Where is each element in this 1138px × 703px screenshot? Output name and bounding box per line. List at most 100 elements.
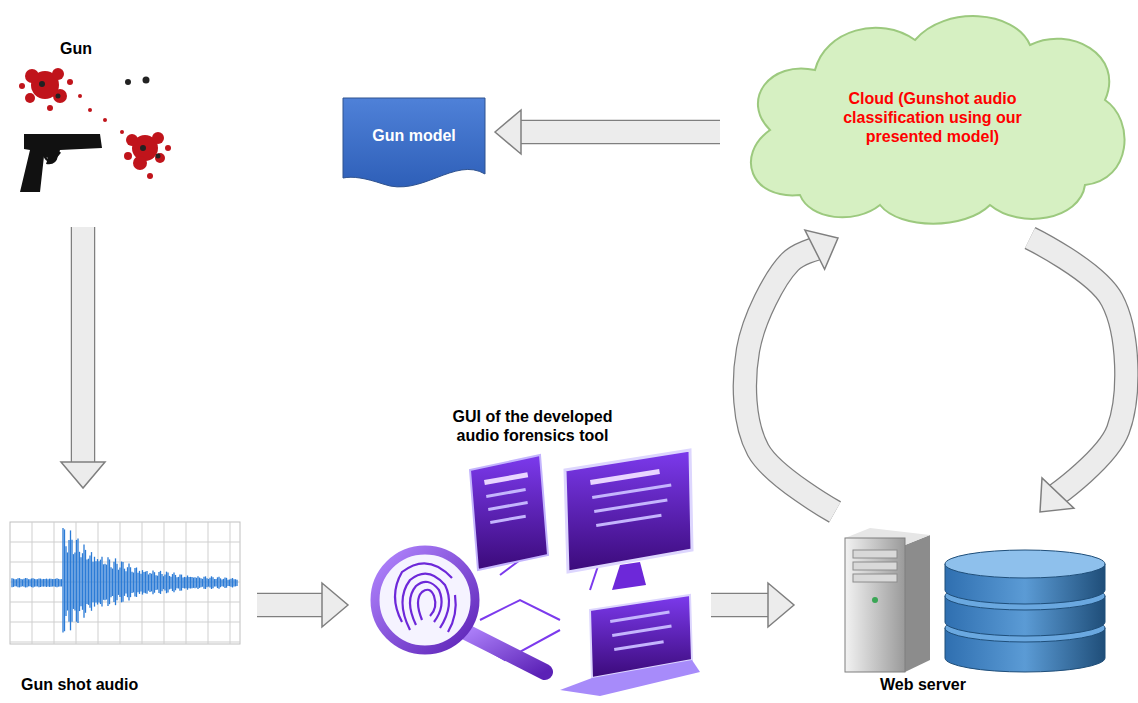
power-light [872,597,878,603]
database-cylinders [945,550,1105,672]
illustration-part [853,562,897,570]
waveform-stroke [182,577,183,587]
waveform-stroke [212,577,213,588]
waveform-stroke [208,579,209,587]
waveform-stroke [151,574,152,592]
waveform-stroke [175,575,176,590]
illustration-part [124,152,132,160]
illustration-part [610,611,670,623]
illustration-part [594,498,668,513]
gun-illustration [19,68,171,192]
waveform-stroke [122,562,123,602]
grid-line [208,522,209,644]
waveform-stroke [116,564,117,600]
waveform-stroke [229,580,230,587]
illustration-part [52,68,64,80]
waveform-stroke [32,578,33,587]
waveform-stroke [178,577,179,589]
waveform-stroke [89,555,90,607]
illustration-part [25,69,39,83]
figure-caption: Web server [880,675,966,694]
waveform-stroke [88,559,89,605]
illustration-part [155,153,165,163]
tablet-device [470,455,548,570]
waveform-stroke [103,564,104,599]
illustration-part [490,515,526,524]
server-illustration [845,528,1105,672]
node-label: Cloud (Gunshot audio classification usin… [825,89,1040,147]
waveform-stroke [227,580,228,586]
waveform-stroke [86,560,87,605]
waveform-stroke [121,562,122,603]
waveform-stroke [70,530,71,630]
illustration-part [458,628,545,672]
waveform-trace [12,528,237,632]
waveform-stroke [133,573,134,593]
grid-line [120,522,121,644]
waveform-stroke [19,578,20,587]
illustration-part [470,455,548,570]
waveform-stroke [205,576,206,589]
waveform-stroke [46,579,47,587]
grid-line [54,522,55,644]
waveform-stroke [164,575,165,591]
waveform-stroke [52,579,53,586]
illustration-part [395,563,452,622]
waveform-stroke [40,579,41,587]
arrow-body [257,594,324,616]
waveform-stroke [179,574,180,590]
waveform-stroke [49,579,50,587]
illustration-part [614,640,664,651]
waveform-stroke [161,574,162,591]
waveform-stroke [44,579,45,586]
waveform-stroke [97,559,98,604]
waveform-stroke [107,557,108,606]
waveform-stroke [125,571,126,593]
waveform-stroke [136,567,137,596]
illustration-part [140,145,146,151]
grid-line [32,522,33,644]
waveform-stroke [155,575,156,590]
waveform-stroke [85,550,86,613]
waveform-stroke [176,577,177,588]
illustration-node: GUI of the developed audio forensics too… [360,405,705,700]
arrow-outline [71,227,96,464]
waveform-stroke [68,540,69,622]
illustration-part [403,574,450,630]
waveform-stroke [118,570,119,595]
figure-caption: Gun shot audio [21,675,138,694]
waveform-stroke [149,573,150,592]
waveform-stroke [206,578,207,587]
waveform-stroke [35,579,36,586]
waveform-stroke [202,579,203,587]
waveform-stroke [82,553,83,610]
waveform-stroke [184,577,185,589]
block-arrow [1030,238,1126,512]
arrow-body [519,121,720,143]
waveform-stroke [181,575,182,591]
waveform-stroke [193,578,194,588]
waveform-stroke [190,577,191,589]
waveform-stroke [29,579,30,586]
grid-line [10,642,240,643]
waveform-stroke [188,577,189,588]
arrow-body [711,594,770,616]
waveform-stroke [74,552,75,610]
figure-caption: Gun [60,39,92,58]
waveform-stroke [67,552,68,610]
waveform-stroke [91,552,92,611]
fingerprint [395,563,456,632]
waveform-stroke [76,540,77,622]
waveform-stroke [38,578,39,587]
grid-line [10,602,240,603]
waveform-stroke [152,570,153,594]
waveform-stroke [58,579,59,587]
illustration-part [39,81,45,87]
illustration-part [853,574,897,582]
waveform-illustration [10,522,240,644]
waveform-stroke [134,568,135,596]
waveform-stroke [224,577,225,588]
waveform-stroke [232,578,233,587]
block-arrow [711,583,794,627]
waveform-stroke [14,579,15,586]
